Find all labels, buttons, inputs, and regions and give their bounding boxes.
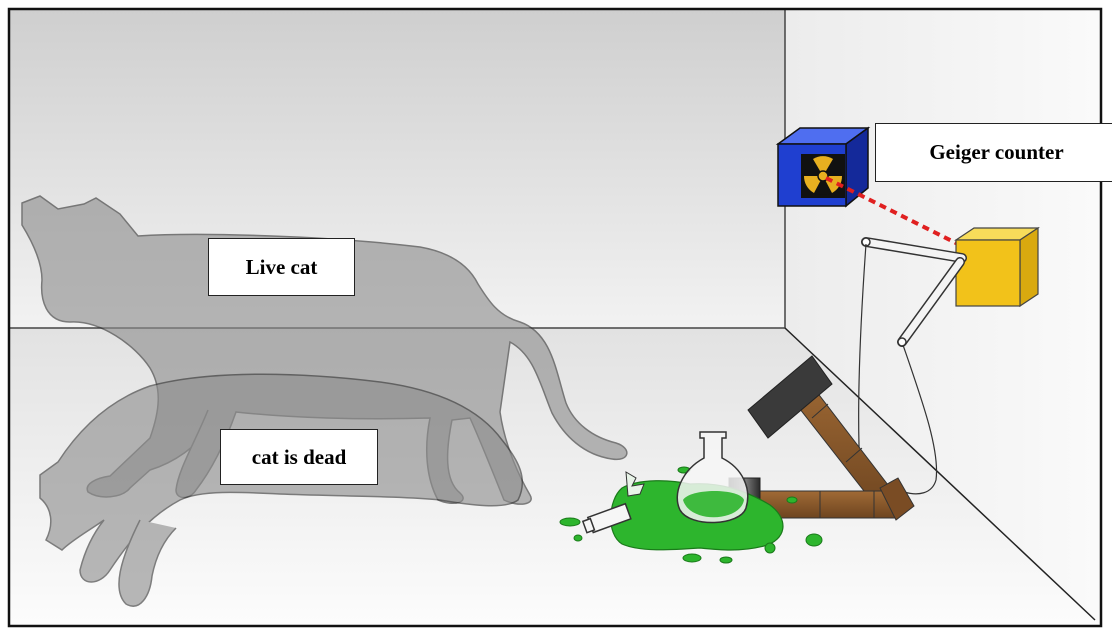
trigger-box-front <box>956 240 1020 306</box>
geiger-counter-label: Geiger counter <box>875 123 1112 182</box>
geiger-counter-device <box>778 128 868 206</box>
trigger-box <box>956 228 1038 306</box>
trigger-box-side <box>1020 228 1038 306</box>
dead-cat-label: cat is dead <box>220 429 378 485</box>
live-cat-label: Live cat <box>208 238 355 296</box>
radiation-trefoil-icon <box>801 154 845 198</box>
